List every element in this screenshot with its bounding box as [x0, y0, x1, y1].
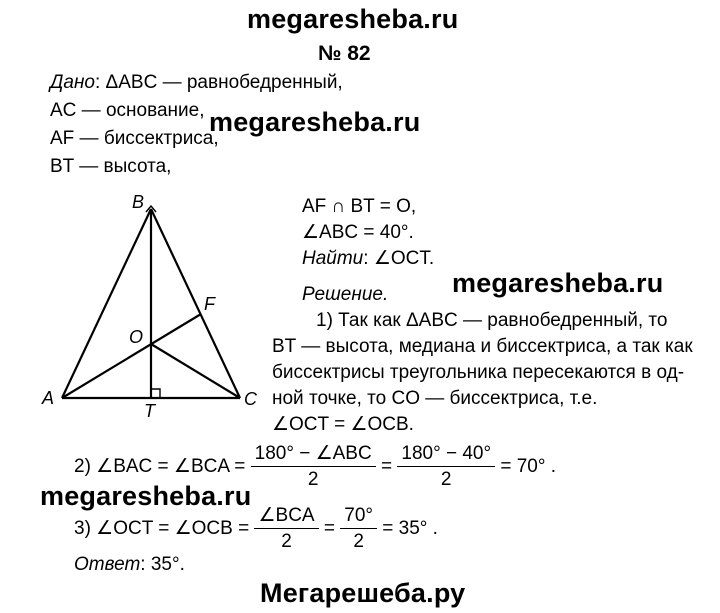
label-o: O	[129, 327, 143, 347]
step3-frac1-num: ∠BCA	[254, 505, 319, 529]
watermark-mid-1: megaresheba.ru	[209, 107, 421, 137]
step2-prefix: 2) ∠BAC = ∠BCA =	[74, 456, 246, 477]
watermark-mid-2: megaresheba.ru	[452, 268, 664, 298]
answer-value: : 35°.	[140, 554, 185, 575]
step2-frac1-num: 180° − ∠ABC	[250, 443, 376, 467]
vertex-b-mark	[145, 204, 157, 213]
step3-frac2-den: 2	[353, 531, 364, 552]
step1-line-4: ной точке, то CO — биссектриса, т.е.	[272, 388, 598, 409]
label-f: F	[204, 294, 216, 314]
given-line-5: AF ∩ BT = O,	[302, 196, 417, 217]
step1-line-1: 1) Так как ΔABC — равнобедренный, то	[316, 310, 668, 331]
label-t: T	[144, 401, 157, 421]
step1-line-5: ∠OCT = ∠OCB.	[272, 414, 414, 435]
given-text-1: ΔABC — равнобедренный,	[105, 72, 343, 93]
step2-frac1-den: 2	[307, 469, 319, 490]
step3-frac1-den: 2	[281, 531, 292, 552]
answer-line: Ответ: 35°.	[74, 554, 185, 576]
watermark-mid-3: megaresheba.ru	[40, 481, 252, 511]
step3-equation: 3) ∠OCT = ∠OCB = ∠BCA 2 = 70° 2 = 35° .	[74, 505, 438, 553]
step3-prefix: 3) ∠OCT = ∠OCB =	[74, 518, 250, 539]
solution-label: Решение.	[302, 284, 389, 305]
step2-frac2-den: 2	[440, 469, 452, 490]
label-b: B	[132, 192, 144, 212]
problem-number: № 82	[318, 42, 371, 65]
answer-label: Ответ	[74, 554, 141, 575]
find-value: ∠OCT.	[373, 248, 435, 269]
segment-oc	[150, 343, 241, 399]
step1-line-2: BT — высота, медиана и биссектриса, а та…	[272, 336, 693, 357]
watermark-top: megaresheba.ru	[247, 4, 459, 34]
side-ab	[61, 208, 152, 399]
watermark-bottom: Мегарешеба.ру	[260, 578, 466, 608]
step3-fraction-1: ∠BCA 2	[254, 505, 319, 553]
step2-equation: 2) ∠BAC = ∠BCA = 180° − ∠ABC 2 = 180° − …	[74, 443, 556, 491]
given-line-6: ∠ABC = 40°.	[302, 222, 414, 243]
side-bc	[150, 208, 241, 399]
bisector-af	[61, 313, 202, 399]
given-line-3: AF — биссектриса,	[50, 128, 219, 149]
right-angle-mark	[151, 388, 161, 398]
step3-fraction-2: 70° 2	[340, 505, 377, 553]
step2-fraction-2: 180° − 40° 2	[397, 443, 496, 491]
label-c: C	[244, 389, 258, 409]
find-line: Найти: ∠OCT.	[302, 248, 435, 269]
given-line-2: AC — основание,	[50, 100, 205, 121]
step3-result: = 35° .	[382, 518, 438, 539]
find-label: Найти	[302, 248, 364, 269]
given-line-4: BT — высота,	[50, 156, 172, 177]
step2-fraction-1: 180° − ∠ABC 2	[250, 443, 376, 491]
step3-frac2-num: 70°	[340, 505, 377, 529]
step3-eq1: =	[323, 518, 335, 539]
step2-result: = 70° .	[500, 456, 557, 477]
given-label: Дано	[50, 72, 95, 93]
given-line-1: Дано: ΔABC — равнобедренный,	[50, 72, 343, 93]
step2-frac2-num: 180° − 40°	[397, 443, 496, 467]
step1-line-3: биссектрисы треугольника пересекаются в …	[272, 362, 685, 383]
step2-eq1: =	[380, 456, 393, 477]
label-a: A	[41, 388, 54, 408]
